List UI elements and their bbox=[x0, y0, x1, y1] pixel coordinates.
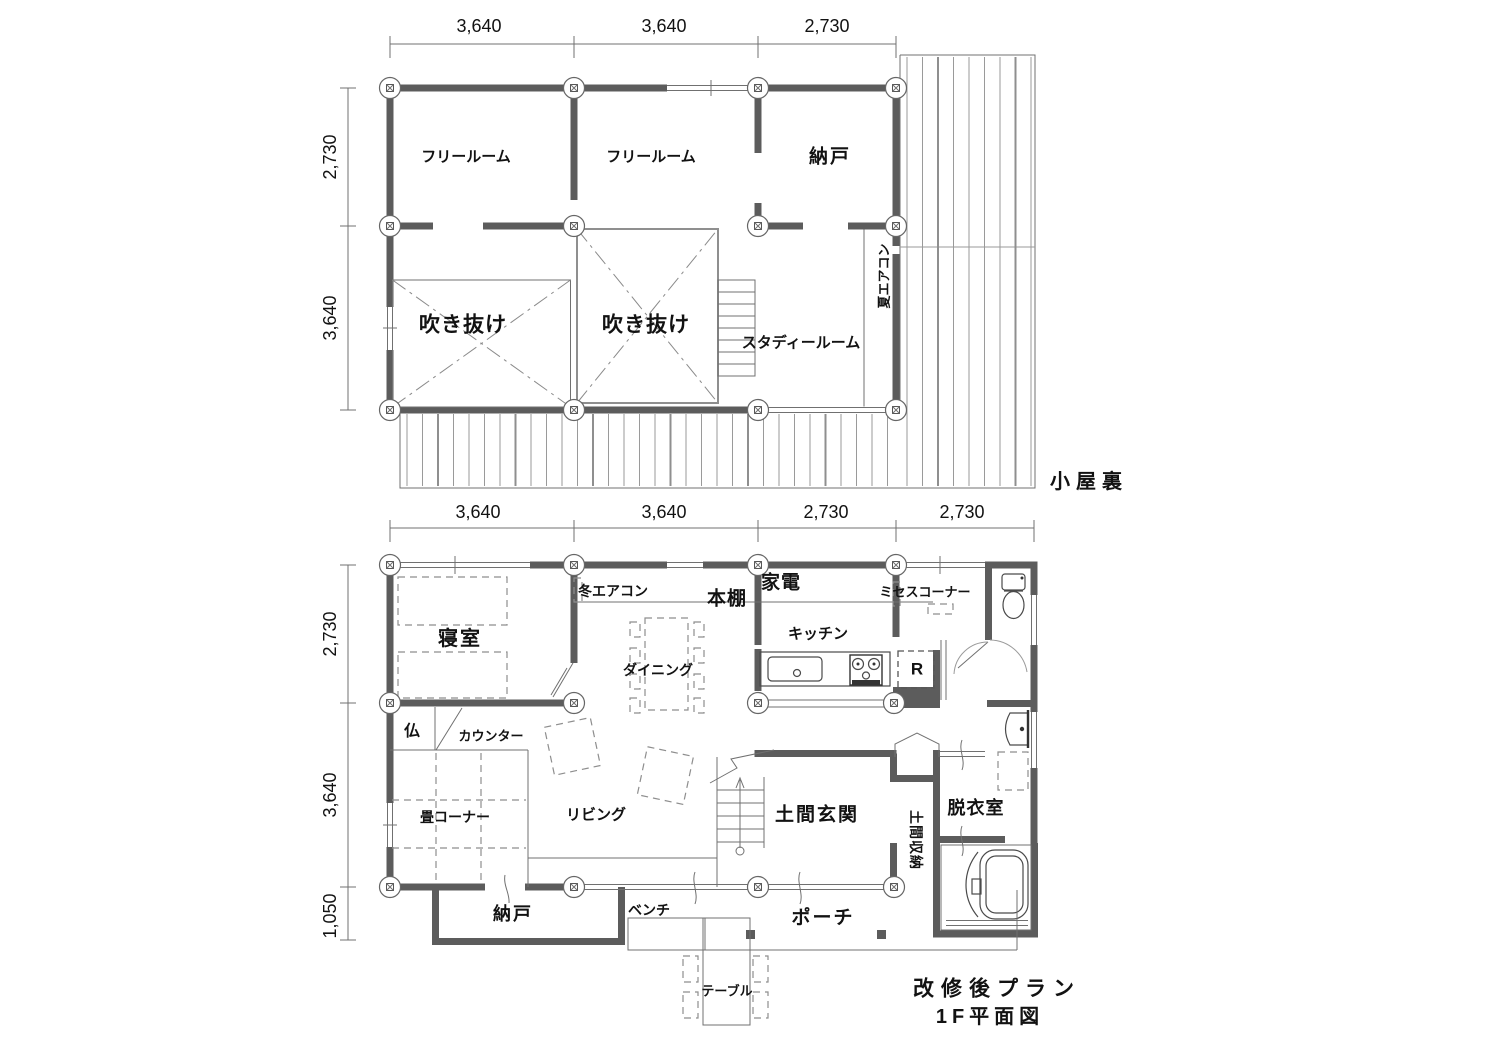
void-x-marks bbox=[392, 228, 719, 408]
dining-table-and-chairs bbox=[629, 617, 705, 714]
beds bbox=[397, 576, 508, 699]
column-markers bbox=[378, 76, 908, 899]
sink bbox=[767, 656, 823, 682]
ac-unit-marks bbox=[573, 577, 954, 615]
lower-dimension-lines bbox=[340, 520, 1035, 941]
tatami-grid bbox=[392, 753, 526, 884]
upper-plan-thin-lines bbox=[392, 228, 865, 408]
stove bbox=[849, 654, 883, 686]
refrigerator-box bbox=[897, 650, 935, 689]
upper-dimension-lines bbox=[340, 36, 897, 411]
upper-plan-windows bbox=[383, 80, 896, 413]
deck-plank-lines bbox=[406, 57, 1032, 486]
stair-treads bbox=[717, 291, 764, 843]
lower-plan-walls bbox=[386, 561, 1038, 945]
lower-plan-windows bbox=[383, 556, 1037, 890]
living-cushions bbox=[543, 716, 695, 806]
kitchen-counter bbox=[759, 651, 891, 687]
washbasin bbox=[1004, 710, 1030, 748]
door-swing-marks bbox=[504, 639, 1028, 905]
lower-plan-thin-lines bbox=[390, 601, 947, 887]
upper-plan-walls bbox=[386, 84, 900, 414]
bathtub bbox=[940, 844, 1032, 931]
washing-machine bbox=[997, 751, 1029, 791]
lower-stairs bbox=[709, 749, 775, 856]
outdoor-table-and-chairs bbox=[682, 917, 769, 1026]
toilet bbox=[1001, 573, 1026, 620]
